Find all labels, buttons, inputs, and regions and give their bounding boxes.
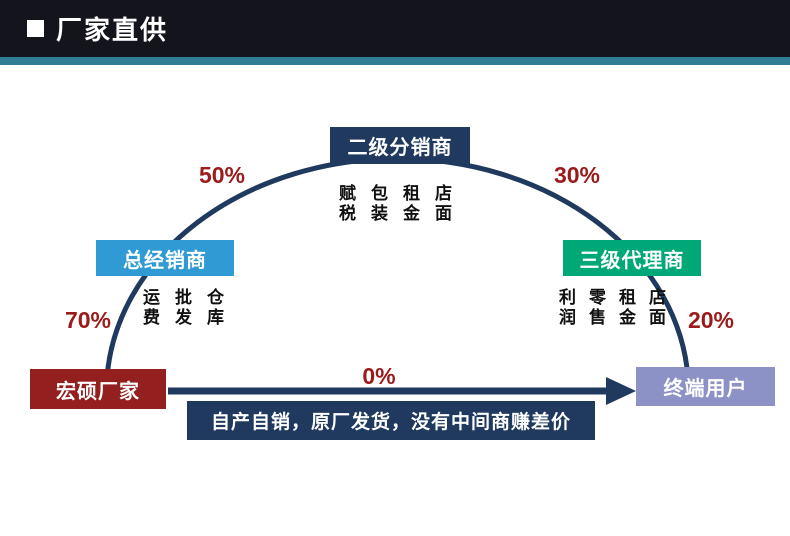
cost-item: 包装 — [368, 184, 387, 224]
percent-general-to-second: 50% — [198, 162, 246, 188]
cost-item: 零售 — [586, 288, 605, 328]
header-bullet-square — [27, 20, 44, 37]
node-second-level-distributor: 二级分销商 — [330, 127, 470, 164]
node-factory: 宏硕厂家 — [30, 369, 166, 409]
cost-item: 利润 — [556, 288, 575, 328]
cost-list-second-level-distributor: 赋税 包装 租金 店面 — [336, 184, 451, 224]
percent-second-to-third: 30% — [553, 162, 601, 188]
direct-supply-banner: 自产自销，原厂发货，没有中间商赚差价 — [187, 401, 595, 440]
cost-item: 批发 — [172, 288, 191, 328]
page-title: 厂家直供 — [56, 15, 169, 45]
node-general-distributor: 总经销商 — [96, 240, 234, 276]
cost-item: 赋税 — [336, 184, 355, 224]
node-third-level-agent: 三级代理商 — [563, 240, 701, 276]
percent-factory-direct: 0% — [362, 363, 396, 389]
cost-item: 仓库 — [204, 288, 223, 328]
cost-item: 租金 — [616, 288, 635, 328]
cost-item: 租金 — [400, 184, 419, 224]
percent-third-to-user: 20% — [687, 307, 735, 333]
header-bar: 厂家直供 — [0, 0, 790, 57]
percent-factory-to-general: 70% — [64, 307, 112, 333]
cost-item: 店面 — [432, 184, 451, 224]
header-accent-bar — [0, 57, 790, 65]
cost-list-general-distributor: 运费 批发 仓库 — [140, 288, 223, 328]
node-end-user: 终端用户 — [636, 367, 775, 406]
direct-arrow-head-icon — [606, 377, 636, 405]
cost-list-third-level-agent: 利润 零售 租金 店面 — [556, 288, 665, 328]
cost-item: 店面 — [646, 288, 665, 328]
cost-item: 运费 — [140, 288, 159, 328]
